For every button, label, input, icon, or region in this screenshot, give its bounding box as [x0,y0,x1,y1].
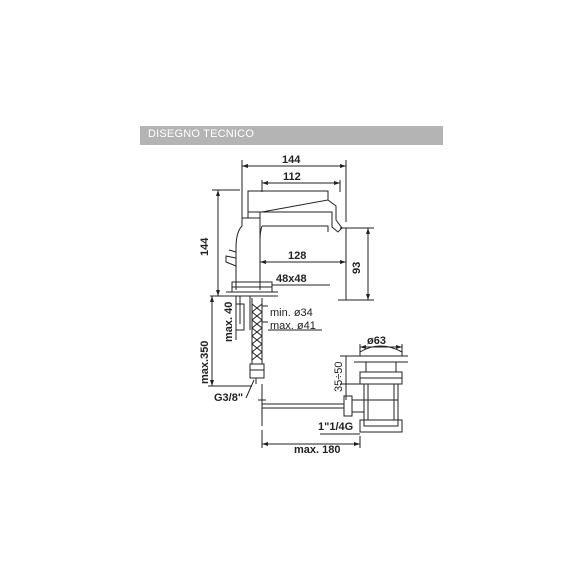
label-hole-max: max. ø41 [270,320,316,332]
waste-nut [359,419,403,433]
hose-nut [249,363,265,379]
label-width-total: 144 [282,154,301,166]
label-base-size: 48x48 [276,273,307,285]
label-spout-reach: 128 [288,250,306,262]
label-height-total: 144 [199,237,211,256]
label-spout-height: 93 [351,262,363,274]
section-header: DISEGNO TECNICO [140,126,443,145]
waste-rod-connector [343,395,353,417]
flexible-hose [251,298,263,364]
faucet-side-lever [225,255,237,267]
label-hole-min: min. ø34 [270,307,313,319]
label-rod-length: max. 180 [294,444,340,456]
section-title: DISEGNO TECNICO [148,128,255,140]
label-deck-thickness: max. 40 [223,302,235,342]
faucet-body-back [235,218,243,290]
label-width-lever: 112 [283,171,301,183]
label-waste-thread: 1"1/4G [318,421,353,433]
label-hose-length: max.350 [199,341,211,384]
faucet-lever [247,190,329,213]
faucet-spout [262,211,343,233]
label-waste-range: 35÷50 [333,361,345,392]
label-thread-supply: G3/8" [214,392,243,404]
label-waste-diameter: ø63 [367,335,386,347]
waste-flange [359,371,403,385]
waste-body [363,384,399,427]
